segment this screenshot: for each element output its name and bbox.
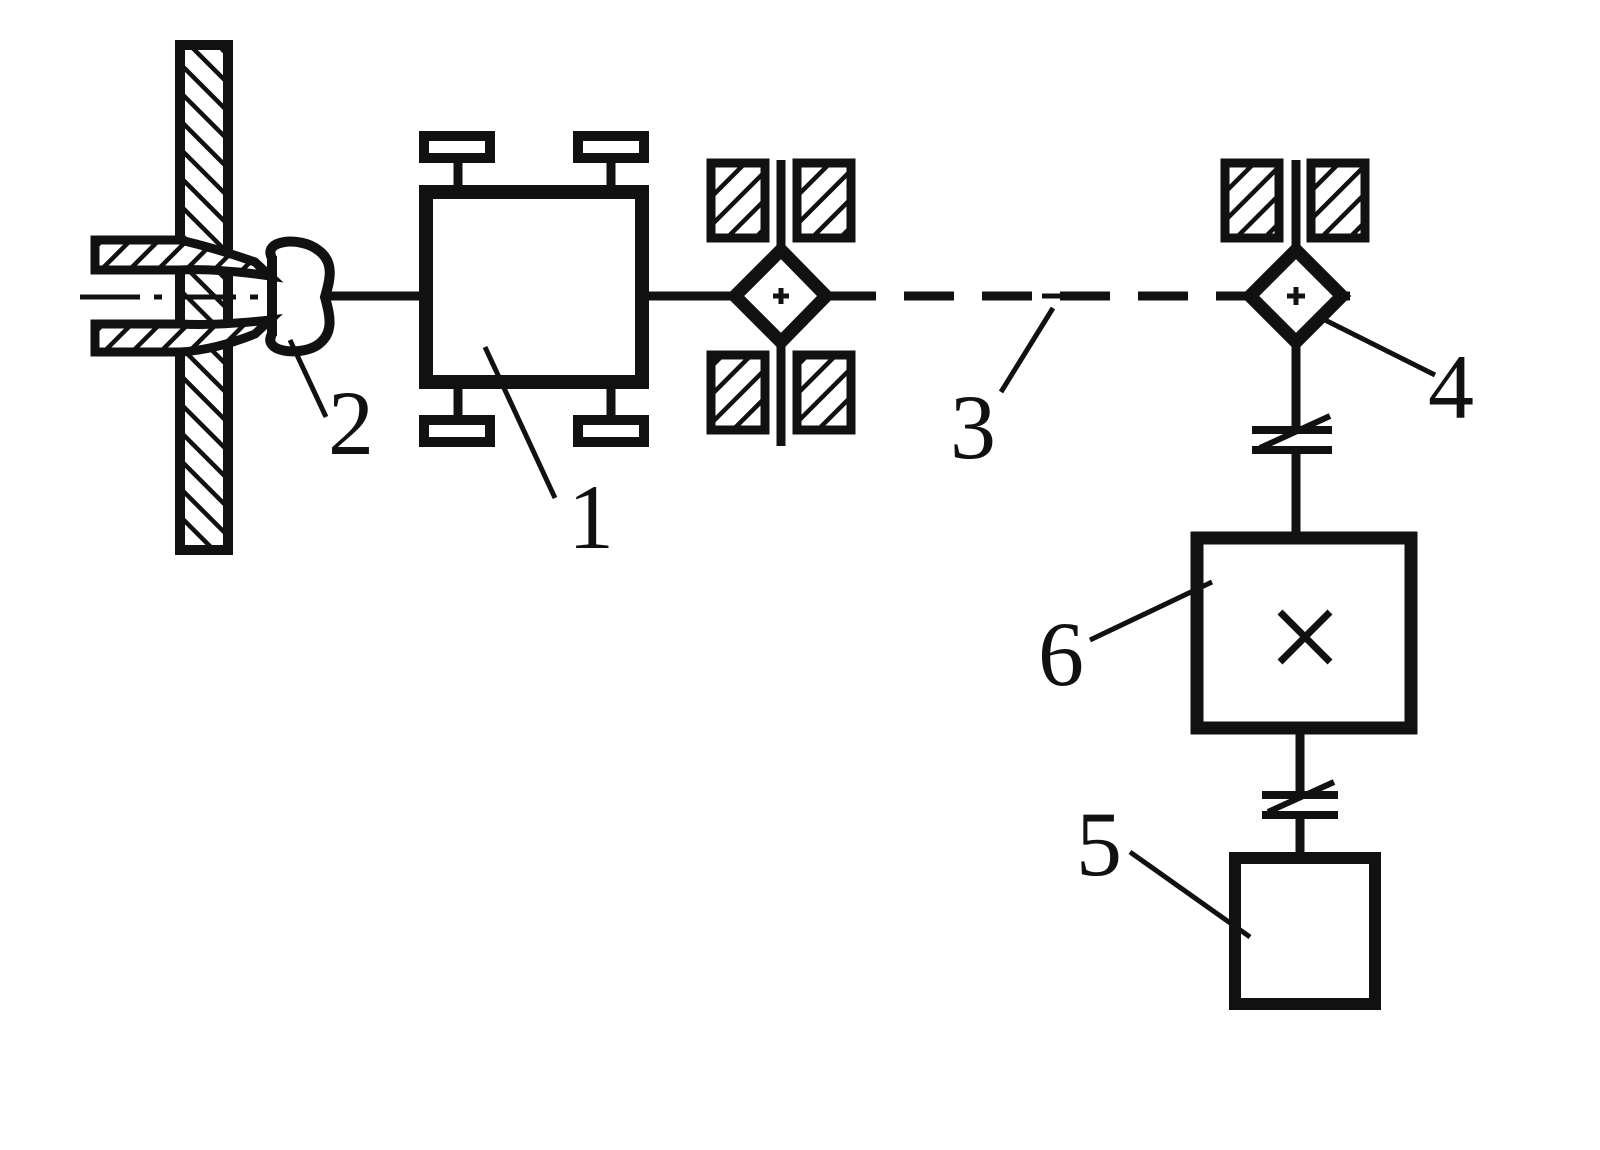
label-1: 1	[568, 466, 614, 568]
label-3: 3	[950, 376, 996, 478]
vertical-drive-lower	[1262, 728, 1338, 858]
label-6: 6	[1038, 603, 1084, 705]
label-2: 2	[328, 372, 374, 474]
nozzle-cap	[265, 236, 335, 357]
label-4: 4	[1428, 336, 1474, 438]
bearing-support-left	[706, 158, 856, 446]
body-unit	[419, 131, 649, 447]
bearing-support-right	[1220, 158, 1370, 352]
label-5: 5	[1076, 793, 1122, 895]
vertical-drive-upper	[1252, 342, 1332, 538]
leader-lines	[287, 293, 1437, 940]
motor-unit	[1229, 852, 1381, 1010]
gearbox-unit	[1190, 531, 1418, 735]
